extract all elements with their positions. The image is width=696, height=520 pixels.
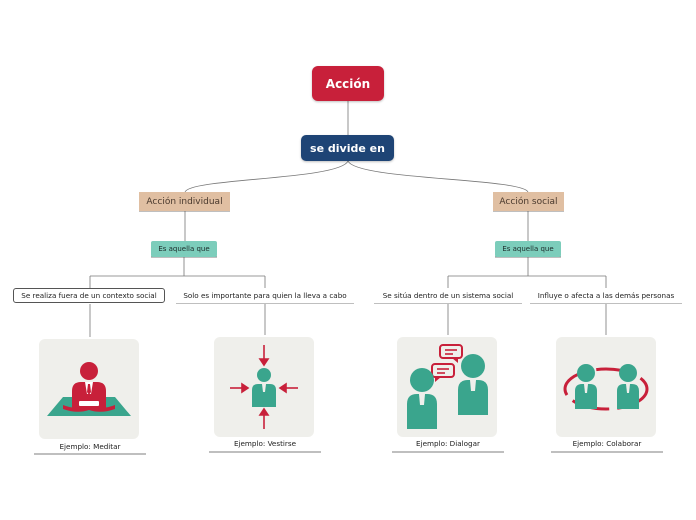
category-label: Acción individual bbox=[146, 196, 223, 207]
caption-colaborar: Ejemplo: Colaborar bbox=[572, 439, 642, 448]
caption-meditar: Ejemplo: Meditar bbox=[59, 442, 121, 451]
leaf-label: Se sitúa dentro de un sistema social bbox=[382, 291, 514, 300]
link-social[interactable]: Es aquella que bbox=[495, 241, 561, 257]
caption-dialogar: Ejemplo: Dialogar bbox=[416, 439, 480, 448]
leaf-influye[interactable]: Influye o afecta a las demás personas bbox=[530, 288, 682, 303]
leaf-label: Influye o afecta a las demás personas bbox=[537, 291, 675, 300]
caption-vestirse: Ejemplo: Vestirse bbox=[233, 439, 297, 448]
link-label: Es aquella que bbox=[502, 245, 554, 253]
leaf-sistema-social[interactable]: Se sitúa dentro de un sistema social bbox=[374, 288, 522, 303]
leaf-solo-importante[interactable]: Solo es importante para quien la lleva a… bbox=[176, 288, 354, 303]
category-label: Acción social bbox=[499, 196, 558, 207]
category-individual[interactable]: Acción individual bbox=[139, 192, 230, 211]
image-card-vestirse[interactable] bbox=[214, 337, 314, 437]
root-label: Acción bbox=[325, 76, 371, 91]
image-card-meditar[interactable] bbox=[39, 339, 139, 439]
dialogue-people-icon bbox=[407, 344, 488, 429]
connector-label: se divide en bbox=[310, 141, 385, 155]
image-card-dialogar[interactable] bbox=[397, 337, 497, 437]
person-arrows-icon bbox=[230, 345, 298, 429]
collaboration-circle-icon bbox=[563, 364, 649, 411]
root-node[interactable]: Acción bbox=[312, 66, 384, 101]
leaf-label: Solo es importante para quien la lleva a… bbox=[183, 291, 347, 300]
image-card-colaborar[interactable] bbox=[556, 337, 656, 437]
meditating-person-icon bbox=[47, 362, 131, 416]
leaf-fuera-contexto[interactable]: Se realiza fuera de un contexto social bbox=[13, 288, 165, 303]
category-social[interactable]: Acción social bbox=[493, 192, 564, 211]
link-label: Es aquella que bbox=[158, 245, 210, 253]
leaf-label: Se realiza fuera de un contexto social bbox=[21, 291, 157, 300]
connector-node[interactable]: se divide en bbox=[301, 135, 394, 161]
link-individual[interactable]: Es aquella que bbox=[151, 241, 217, 257]
